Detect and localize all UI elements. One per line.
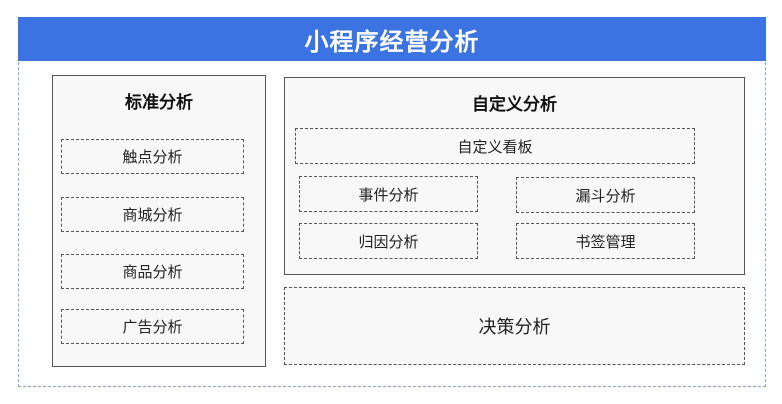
touchpoint-analysis-box[interactable]: 触点分析 xyxy=(61,139,244,174)
ad-analysis-box[interactable]: 广告分析 xyxy=(61,309,244,344)
event-analysis-box[interactable]: 事件分析 xyxy=(299,176,478,212)
bookmark-management-box[interactable]: 书签管理 xyxy=(516,223,695,259)
standard-analysis-title: 标准分析 xyxy=(125,93,193,113)
attribution-analysis-box[interactable]: 归因分析 xyxy=(299,223,478,259)
funnel-analysis-box[interactable]: 漏斗分析 xyxy=(516,177,695,213)
custom-analysis-title: 自定义分析 xyxy=(472,95,557,115)
custom-board-box[interactable]: 自定义看板 xyxy=(295,128,695,164)
product-analysis-box[interactable]: 商品分析 xyxy=(61,254,244,289)
page-title: 小程序经营分析 xyxy=(18,17,766,61)
mall-analysis-box[interactable]: 商城分析 xyxy=(61,197,244,232)
decision-analysis-box[interactable]: 决策分析 xyxy=(284,287,745,365)
